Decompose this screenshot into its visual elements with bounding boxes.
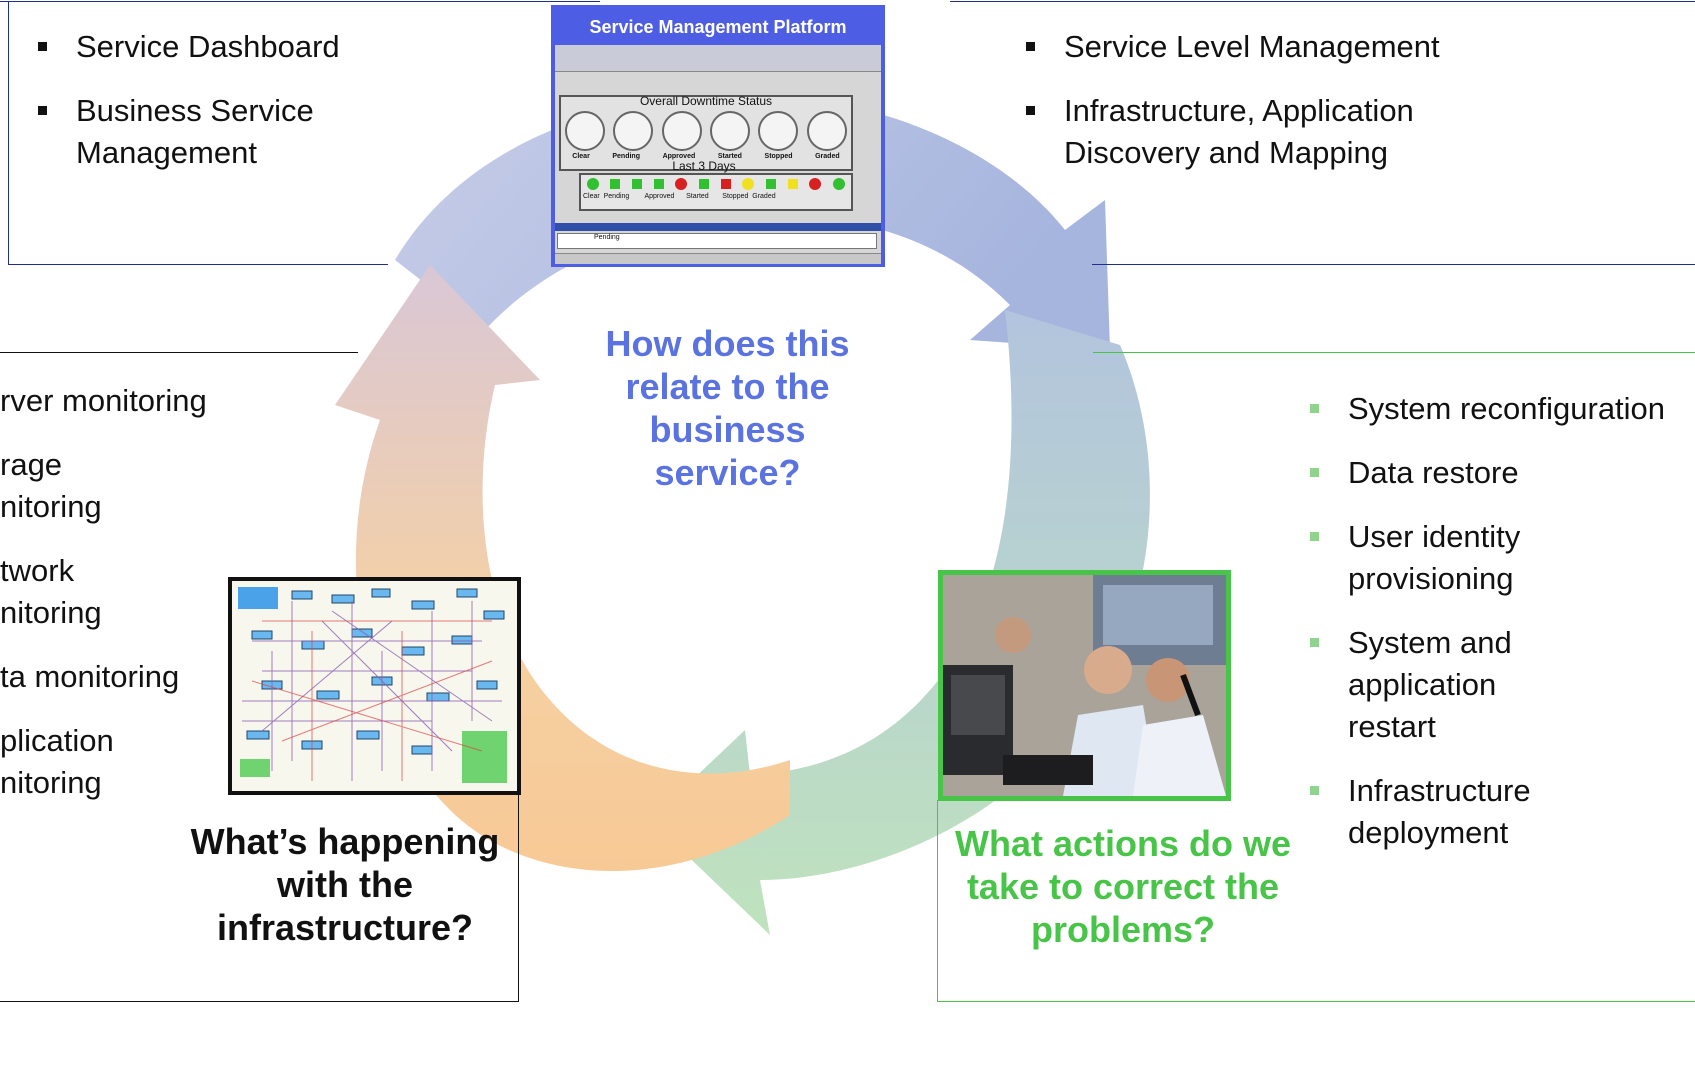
- infrastructure-map-image: [228, 577, 521, 795]
- days-title: Last 3 Days: [672, 159, 736, 173]
- gauge-label: Graded: [815, 153, 840, 160]
- gauge-label: Pending: [612, 153, 640, 160]
- status-light: [699, 179, 710, 189]
- gauge-icon: [661, 111, 702, 151]
- list-item: User identity provisioning: [1302, 516, 1558, 600]
- frame-line-left-right-vertical: [518, 795, 519, 1001]
- gauge-labels: Clear Pending Approved Started Stopped G…: [561, 153, 851, 160]
- info-table: Pending: [557, 233, 877, 249]
- gauge-row: [561, 111, 851, 151]
- status-light: [742, 178, 755, 190]
- status-lights: [581, 178, 851, 190]
- actions-question: What actions do we take to correct the p…: [954, 823, 1292, 950]
- table-cell: Pending: [594, 234, 620, 241]
- list-item: ta monitoring: [0, 659, 180, 694]
- frame-line-top-right-bottom: [1092, 264, 1695, 265]
- status-light: [653, 179, 664, 189]
- status-light: [787, 179, 798, 189]
- list-item: Service Dashboard: [30, 26, 390, 68]
- gauge-label: Approved: [662, 153, 696, 160]
- list-item: System reconfiguration: [1302, 388, 1678, 430]
- operations-photo: [938, 570, 1231, 801]
- frame-line-right-top: [1093, 352, 1695, 353]
- frame-line-left-bottom: [0, 1001, 519, 1002]
- downtime-panel: Overall Downtime Status Clear Pending Ap…: [559, 95, 853, 171]
- status-light: [720, 179, 731, 189]
- list-item: System and application restart: [1302, 622, 1548, 748]
- gauge-label: Started: [717, 153, 742, 160]
- people-at-workstations-icon: [943, 575, 1226, 796]
- status-light: [675, 178, 688, 190]
- right-list: System reconfiguration Data restore User…: [1302, 388, 1695, 876]
- frame-line-top-right: [950, 1, 1695, 2]
- status-light: [833, 178, 846, 190]
- list-item: Data restore: [1302, 452, 1695, 494]
- gauge-icon: [613, 111, 654, 151]
- gauge-label: Stopped: [764, 153, 793, 160]
- frame-line-top-left: [0, 1, 600, 2]
- cycle-center: [510, 290, 960, 720]
- status-light: [632, 179, 643, 189]
- network-diagram-icon: [238, 587, 507, 783]
- gauge-icon: [758, 111, 799, 151]
- list-item: plication nitoring: [0, 723, 114, 800]
- left-list: rver monitoring rage nitoring twork nito…: [0, 380, 240, 804]
- platform-screenshot: Service Management Platform Overall Down…: [551, 5, 885, 267]
- days-panel: Clear Pending Approved Started Stopped G…: [579, 173, 853, 211]
- frame-line-top-left-bottom: [8, 264, 388, 265]
- frame-line-right-vertical: [937, 800, 938, 1002]
- info-bar: [555, 223, 881, 231]
- center-question: How does this relate to the business ser…: [605, 323, 850, 493]
- gauge-label: Clear: [572, 153, 590, 160]
- status-light: [809, 178, 822, 190]
- list-item: Infrastructure deployment: [1302, 770, 1548, 854]
- list-item: twork nitoring: [0, 553, 102, 630]
- list-item: Business Service Management: [30, 90, 390, 174]
- infrastructure-question: What’s happening with the infrastructure…: [190, 821, 500, 948]
- screenshot-title: Service Management Platform: [589, 17, 847, 37]
- window-toolbar: [555, 45, 881, 72]
- top-right-list: Service Level Management Infrastructure,…: [1018, 26, 1538, 196]
- frame-line-left-top: [0, 352, 358, 353]
- list-item: Infrastructure, Application Discovery an…: [1018, 90, 1538, 174]
- status-light: [586, 178, 599, 190]
- frame-line-left-vertical: [8, 1, 9, 265]
- gauge-icon: [710, 111, 751, 151]
- status-labels: Clear Pending Approved Started Stopped G…: [583, 193, 776, 200]
- status-light: [766, 179, 777, 189]
- gauge-icon: [565, 111, 606, 151]
- gauge-icon: [806, 111, 847, 151]
- frame-line-right-bottom: [937, 1001, 1695, 1002]
- list-item: Service Level Management: [1018, 26, 1538, 68]
- screenshot-window: Overall Downtime Status Clear Pending Ap…: [555, 45, 881, 264]
- list-item: rage nitoring: [0, 447, 102, 524]
- list-item: rver monitoring: [0, 383, 207, 418]
- top-left-list: Service Dashboard Business Service Manag…: [30, 26, 390, 196]
- status-light: [610, 179, 621, 189]
- panel-title: Overall Downtime Status: [639, 94, 773, 108]
- status-bar: [555, 253, 881, 264]
